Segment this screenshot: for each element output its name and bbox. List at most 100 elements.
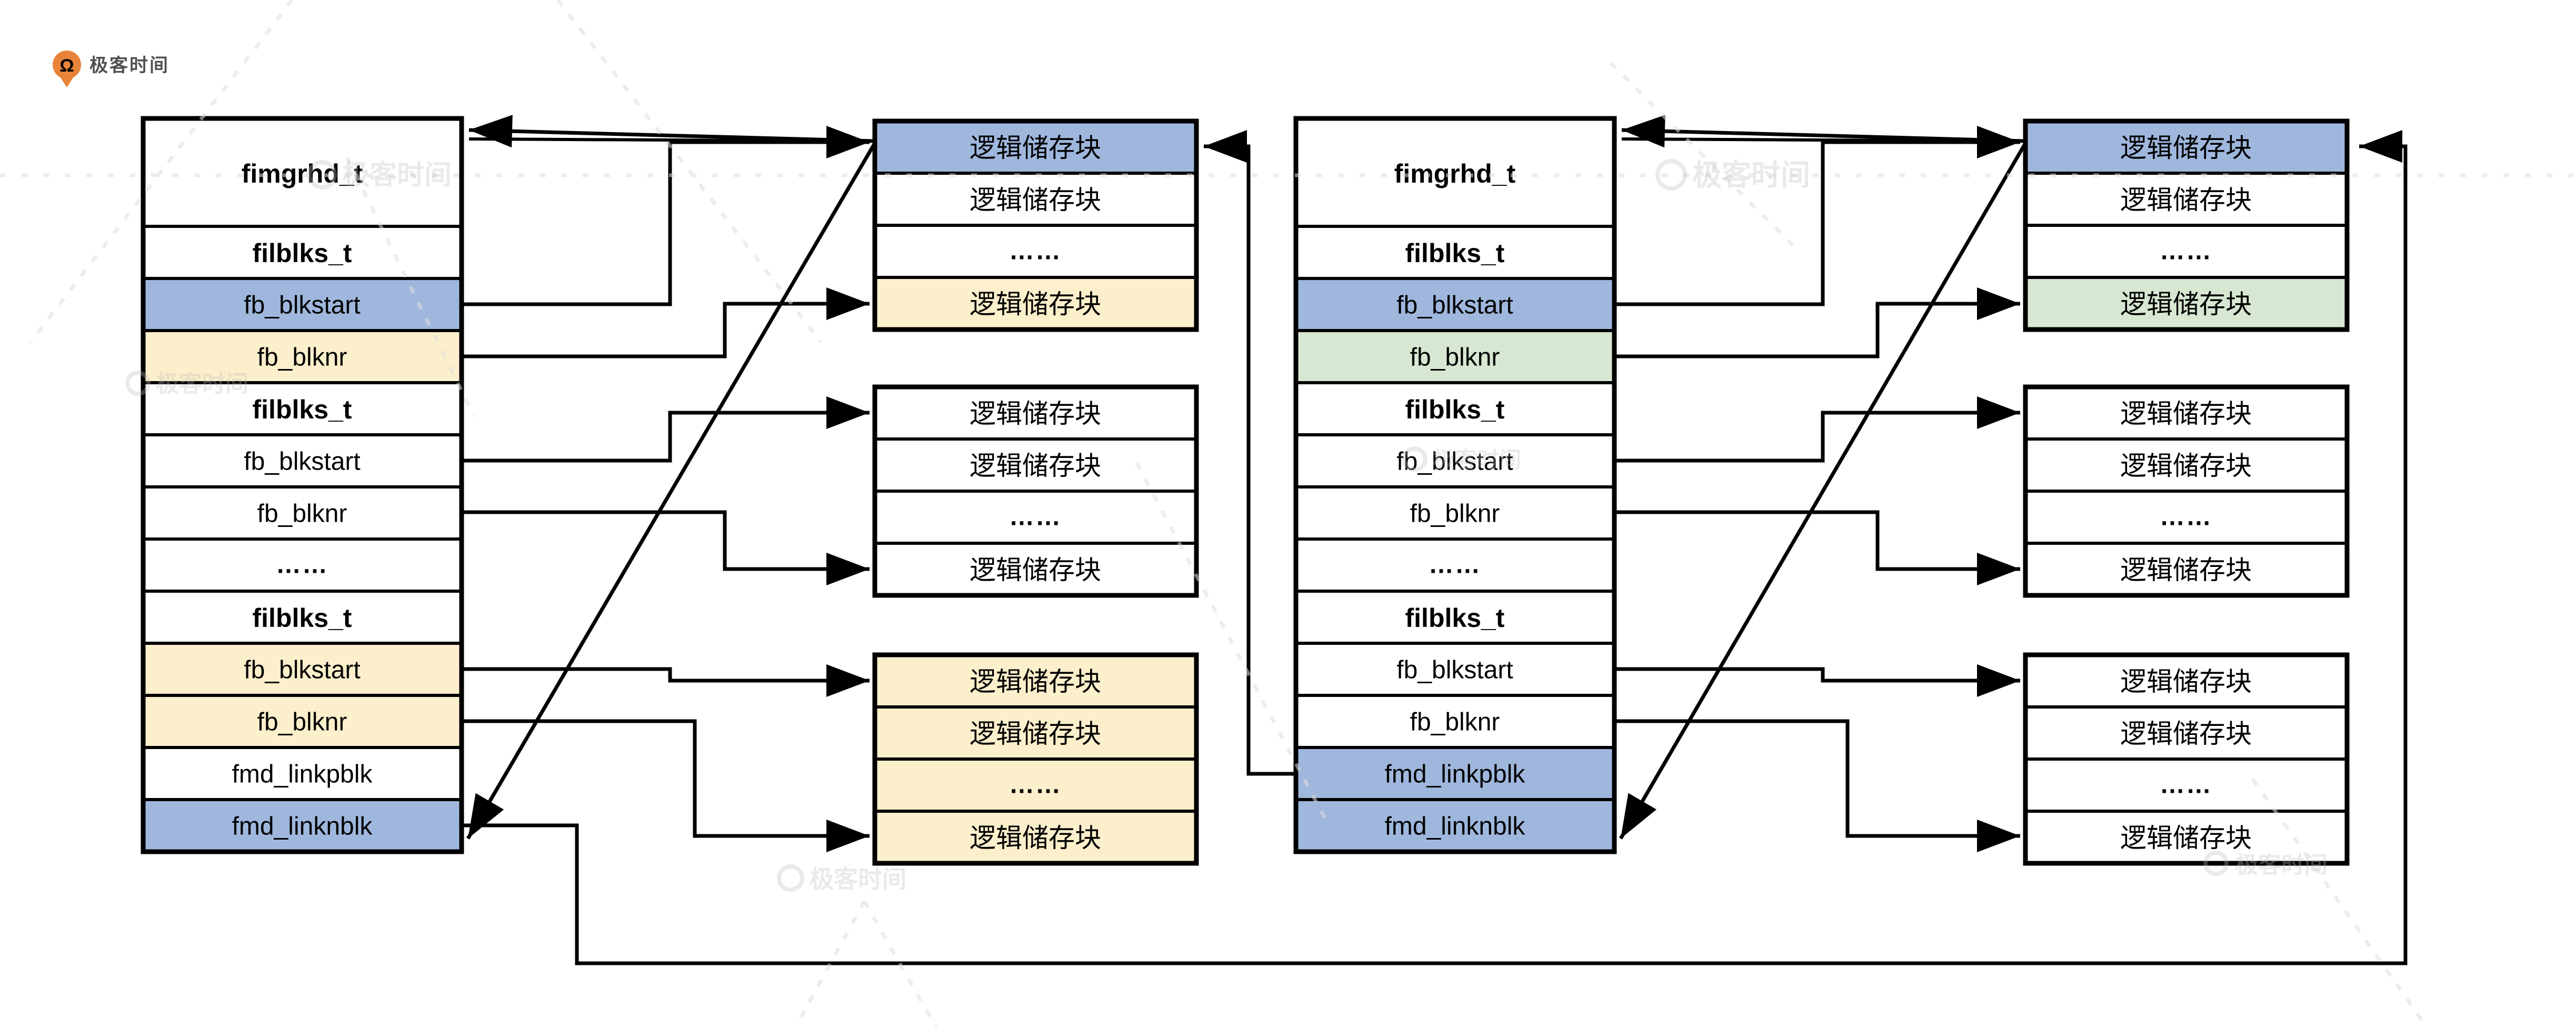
left-label-fmd_linknblk: fmd_linknblk	[232, 813, 373, 841]
left-label-fmd_linkpblk: fmd_linkpblk	[232, 761, 373, 789]
right-table-border	[1293, 116, 1617, 854]
watermark-text: 极客时间	[342, 160, 452, 191]
right-label-fimgrhd_t: fimgrhd_t	[1394, 159, 1516, 188]
right-row-fb_blkstart-2	[1294, 433, 1616, 488]
arrow-block-back-to-right-header-2	[1621, 137, 2026, 143]
lblocks-g2-r3-label: ……	[1009, 503, 1062, 531]
rblocks-g2-r4-label: 逻辑储存块	[2120, 555, 2252, 585]
dashed-watermark-line-3	[345, 157, 476, 417]
lblocks-g2-r2-label: 逻辑储存块	[970, 451, 1101, 481]
rblocks-g2-border	[2023, 384, 2350, 598]
right-label-fb_blknr-1: fb_blknr	[1410, 344, 1500, 372]
arrow-left-fbblknr2-to-block	[462, 510, 870, 585]
left-label-ellipsis: ……	[276, 551, 328, 579]
arrow-left-fmdlinknblk-to-next-image-block	[462, 130, 2408, 965]
arrow-right-fbblknr2-to-block	[1614, 510, 2020, 585]
arrow-right-fbblknr3-to-block	[1614, 719, 2020, 852]
rblocks-g3-r1	[2024, 653, 2349, 709]
right-label-fb_blkstart-3: fb_blkstart	[1396, 656, 1513, 684]
left-label-fb_blknr-2: fb_blknr	[257, 500, 347, 528]
arrow-left-fbblkstart2-to-block	[462, 396, 870, 463]
dashed-watermark-line-5	[1135, 462, 1329, 822]
brand-name: 极客时间	[89, 55, 169, 76]
watermark-logo-icon	[125, 371, 151, 396]
lblocks-g3-r2-label: 逻辑储存块	[970, 719, 1101, 749]
arrow-left-fbblkstart1-to-block	[462, 126, 870, 306]
rblocks-g3-r3-label: ……	[2160, 771, 2212, 799]
right-label-filblks_t-2: filblks_t	[1405, 395, 1505, 424]
right-label-filblks_t-1: filblks_t	[1405, 238, 1505, 268]
right-label-fb_blkstart-1: fb_blkstart	[1396, 292, 1513, 320]
watermark-1: 极客时间	[307, 160, 452, 191]
right-label-fmd_linknblk: fmd_linknblk	[1385, 813, 1526, 841]
left-label-fb_blkstart-3: fb_blkstart	[244, 656, 360, 684]
lblocks-g1-r4-label: 逻辑储存块	[970, 290, 1101, 319]
left-label-fb_blknr-3: fb_blknr	[257, 709, 347, 736]
geektime-q-bubble-icon	[53, 51, 81, 79]
arrow-right-fbblkstart2-to-block	[1614, 396, 2020, 463]
watermark-text: 极客时间	[810, 865, 906, 893]
watermark-3: 极客时间	[1655, 158, 1810, 192]
left-label-fb_blknr-1: fb_blknr	[257, 344, 347, 372]
dashed-watermark-line-8	[862, 900, 938, 1027]
left-row-fmd_linknblk	[142, 798, 463, 853]
rblocks-g3-r1-label: 逻辑储存块	[2120, 667, 2252, 696]
arrow-right-fbblkstart3-to-block	[1614, 664, 2020, 697]
rblocks-g2-r2-label: 逻辑储存块	[2120, 451, 2252, 481]
right-label-fb_blkstart-2: fb_blkstart	[1396, 448, 1513, 476]
rblocks-g3-border	[2023, 652, 2350, 866]
right-row-fb_blknr-3	[1294, 694, 1616, 749]
left-label-filblks_t-3: filblks_t	[253, 603, 352, 633]
watermark-text: 极客时间	[2235, 852, 2328, 878]
right-label-filblks_t-3: filblks_t	[1405, 603, 1505, 633]
geektime-logo-glyph: Ω	[59, 56, 74, 76]
watermarks: 极客时间 极客时间 极客时间 极客时间 极客时间 极客时间	[125, 158, 2328, 893]
arrow-right-fbblkstart1-to-block	[1614, 126, 2020, 306]
lblocks-g3-border	[872, 652, 1199, 866]
left-row-fb_blknr-3	[142, 694, 463, 749]
right-row-fmd_linknblk	[1294, 798, 1616, 853]
rblocks-g1-r1	[2024, 119, 2349, 175]
lblocks-g3-r3-label: ……	[1009, 771, 1062, 799]
rblocks-g2-r1-label: 逻辑储存块	[2120, 399, 2252, 428]
right-label-ellipsis: ……	[1429, 551, 1481, 579]
dashed-watermark-line-1	[29, 0, 294, 344]
rblocks-g1-r4-label: 逻辑储存块	[2120, 290, 2252, 319]
watermark-logo-icon	[307, 160, 337, 190]
rblocks-g1-r3-label: ……	[2160, 237, 2212, 265]
geektime-logo-tail	[60, 77, 74, 87]
left-label-filblks_t-1: filblks_t	[253, 238, 352, 268]
lblocks-g1-r2	[873, 172, 1198, 227]
arrow-right-fbblknr1-to-block	[1614, 287, 2020, 358]
watermark-4: 极客时间	[777, 864, 906, 893]
rblocks-g1-border	[2023, 118, 2350, 332]
geektime-brand: Ω 极客时间	[53, 51, 169, 87]
watermark-2: 极客时间	[125, 371, 248, 397]
arrow-right-fmdlinkpblk-to-prev-image-block	[1204, 130, 1296, 776]
right-label-fb_blknr-3: fb_blknr	[1410, 709, 1500, 736]
right-fimgrhd-table: fimgrhd_t filblks_t fb_blkstart fb_blknr…	[1293, 116, 1617, 854]
right-label-fmd_linkpblk: fmd_linkpblk	[1385, 761, 1526, 789]
watermark-logo-icon	[777, 864, 804, 892]
lblocks-g1-r1-label: 逻辑储存块	[970, 133, 1101, 163]
left-row-fb_blkstart-1	[142, 277, 463, 332]
watermark-text: 极客时间	[1433, 447, 1521, 472]
left-row-filblks_t-1	[142, 225, 463, 280]
dashed-watermark-line-6	[2251, 777, 2428, 1027]
lblocks-g2-r4-label: 逻辑储存块	[970, 555, 1101, 585]
left-image-block-groups: 逻辑储存块 逻辑储存块 …… 逻辑储存块 逻辑储存块 逻辑储存块 …… 逻辑储存…	[872, 118, 1199, 866]
arrow-block-back-to-left-header-2	[468, 137, 875, 143]
dashed-watermark-line-2	[556, 0, 823, 344]
rblocks-g3-r4-label: 逻辑储存块	[2120, 823, 2252, 853]
watermark-5: 极客时间	[2203, 851, 2328, 878]
rblocks-g3-r2-label: 逻辑储存块	[2120, 719, 2252, 749]
watermark-logo-icon	[1655, 159, 1687, 191]
right-label-fb_blknr-2: fb_blknr	[1410, 500, 1500, 528]
pointer-arrows	[462, 115, 2408, 965]
arrow-left-fbblknr3-to-block	[462, 719, 870, 852]
left-label-fb_blkstart-2: fb_blkstart	[244, 448, 360, 476]
left-label-filblks_t-2: filblks_t	[253, 395, 352, 424]
lblocks-g1-border	[872, 118, 1199, 332]
watermark-logo-icon	[1402, 446, 1427, 472]
